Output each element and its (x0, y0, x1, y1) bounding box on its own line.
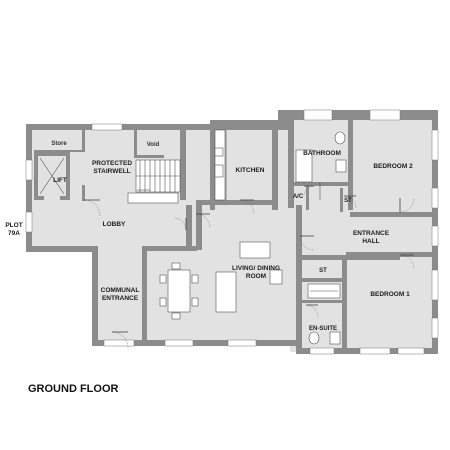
lobby-label: LOBBY (103, 221, 126, 228)
stairwell-label-line1: PROTECTED (92, 160, 132, 167)
en-suite-fittings (307, 283, 341, 345)
bedroom-2-label: BEDROOM 2 (373, 163, 413, 170)
floor-heading: GROUND FLOOR (28, 383, 118, 395)
entrance-hall-label-line1: ENTRANCE (353, 230, 390, 237)
living-furniture (159, 241, 283, 320)
void-label: Void (147, 142, 160, 148)
st-upper-label: ST (344, 198, 352, 204)
st-lower-label: ST (319, 268, 327, 274)
stairwell-label-line2: STAIRWELL (93, 168, 130, 175)
bathroom-fittings (295, 131, 347, 200)
plot-label-line1: PLOT (5, 222, 22, 229)
kitchen-fittings (214, 129, 227, 201)
kitchen-label: KITCHEN (236, 167, 265, 174)
lift-cross (39, 157, 65, 195)
lift-label: LIFT (53, 177, 67, 184)
living-dining-label-line1: LIVING/ DINING (232, 265, 280, 272)
store-label: Store (51, 141, 67, 147)
doors (83, 185, 415, 349)
windows (25, 109, 439, 355)
bedroom-1-label: BEDROOM 1 (370, 291, 410, 298)
communal-entrance-label-line1: COMMUNAL (101, 287, 140, 294)
bathroom-label: BATHROOM (303, 150, 341, 157)
communal-entrance-label-line2: ENTRANCE (102, 295, 139, 302)
en-suite-label: EN-SUITE (309, 326, 337, 332)
stairs (127, 159, 181, 204)
living-dining-label-line2: ROOM (246, 273, 266, 280)
entrance-hall-label-line2: HALL (362, 238, 379, 245)
ac-label: A/C (293, 194, 304, 200)
plot-label-line2: 79A (8, 230, 20, 237)
